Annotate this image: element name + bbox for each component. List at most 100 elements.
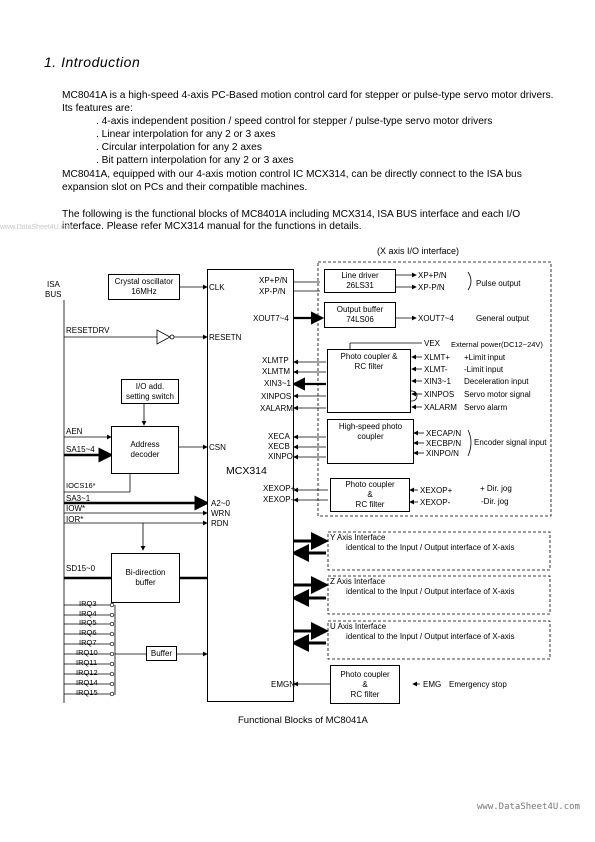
block-line: Photo coupler — [345, 480, 395, 489]
block-line: 16MHz — [131, 287, 157, 296]
irq-label: IRQ4 — [79, 609, 97, 618]
input-description: Servo alarm — [464, 403, 508, 412]
jog-signal: XEXOP- — [420, 498, 451, 507]
pin-xecb: XECB — [268, 442, 290, 451]
pin-xlmtm: XLMTM — [262, 367, 290, 376]
sa3-label: SA3~1 — [66, 494, 91, 503]
emg-label: EMG — [423, 680, 442, 689]
pulse-pin-label: XP+P/N — [418, 271, 447, 280]
irq-label: IRQ7 — [79, 638, 97, 647]
irq-label: IRQ3 — [79, 599, 97, 608]
intro-line-5: The following is the functional blocks o… — [62, 209, 521, 220]
irq-label: IRQ15 — [76, 688, 98, 697]
block-line: RC filter — [355, 500, 385, 509]
intro-line-4: expansion slot on PCs and their compatib… — [62, 182, 308, 193]
pin-rdn: RDN — [211, 519, 229, 528]
feature-item: . Circular interpolation for any 2 axes — [96, 142, 262, 153]
pin-wrn: WRN — [211, 509, 231, 518]
block-line: Photo coupler — [340, 669, 390, 679]
high-speed-photo-coupler-block: High-speed photo coupler — [327, 419, 414, 464]
irq-label: IRQ5 — [79, 618, 97, 627]
section-heading: 1. Introduction — [44, 54, 141, 70]
iocs16-label: IOCS16* — [66, 481, 96, 490]
block-line: & — [362, 679, 368, 689]
isa-label: ISA — [47, 280, 60, 289]
pin-xlmtp: XLMTP — [262, 356, 289, 365]
sa15-label: SA15~4 — [66, 445, 95, 454]
feature-item: . 4-axis independent position / speed co… — [96, 116, 493, 127]
input-signal: XINPOS — [424, 390, 455, 399]
mcx314-chip — [207, 269, 294, 702]
irq-label: IRQ10 — [76, 648, 98, 657]
intro-line-6: interface. Please refer MCX314 manual fo… — [62, 221, 362, 232]
block-line: RC filter — [354, 362, 384, 371]
photo-coupler-rc-block: Photo coupler & RC filter — [327, 349, 411, 413]
pin-xout: XOUT7~4 — [253, 314, 289, 323]
z-axis-title: Z Axis Interface — [330, 577, 386, 586]
pin-emgn: EMGN — [271, 680, 295, 689]
z-axis-desc: identical to the Input / Output interfac… — [346, 587, 515, 596]
intro-line-1: MC8041A is a high-speed 4-axis PC-Based … — [62, 90, 554, 101]
pin-resetn: RESETN — [209, 333, 242, 342]
input-signal: XALARM — [424, 403, 457, 412]
jog-description: + Dir. jog — [480, 484, 512, 493]
pin-xexop-minus: XEXOP- — [263, 495, 294, 504]
io-address-switch-block: I/O add.setting switch — [121, 379, 179, 404]
block-line: Bi-direction — [125, 568, 166, 577]
irq-buffer-block: Buffer — [146, 646, 177, 661]
pin-xinpos: XINPOS — [261, 392, 292, 401]
encoder-signal: XECBP/N — [426, 439, 462, 448]
block-line: Line driver — [341, 271, 379, 280]
pin-xp: XP+P/N — [259, 276, 288, 285]
block-line: & — [367, 490, 373, 499]
pin-clk: CLK — [209, 283, 225, 292]
y-axis-title: Y Axis Interface — [330, 533, 386, 542]
feature-item: . Linear interpolation for any 2 or 3 ax… — [96, 129, 276, 140]
jog-signal: XEXOP+ — [420, 486, 453, 495]
block-line: Buffer — [150, 648, 173, 658]
ior-label: IOR* — [66, 515, 84, 524]
encoder-input-label: Encoder signal input — [474, 438, 547, 447]
pin-xinpo: XINPO — [268, 452, 293, 461]
resetdrv-label: RESETDRV — [66, 326, 110, 335]
pulse-pin-label: XP-P/N — [418, 283, 445, 292]
watermark: www.DataSheet4U.com — [0, 224, 74, 231]
encoder-signal: XECAP/N — [426, 429, 462, 438]
input-description: +Limit input — [464, 353, 506, 362]
block-line: 74LS06 — [346, 315, 374, 324]
block-line: decoder — [130, 450, 160, 459]
irq-label: IRQ6 — [79, 628, 97, 637]
input-description: Deceleration input — [464, 377, 529, 386]
emergency-stop-label: Emergency stop — [449, 680, 507, 689]
irq-label: IRQ14 — [76, 678, 98, 687]
xout-label: XOUT7~4 — [418, 314, 454, 323]
block-line: RC filter — [350, 689, 380, 699]
block-line: setting switch — [125, 391, 175, 401]
pin-xin: XIN3~1 — [264, 379, 291, 388]
jog-description: -Dir. jog — [481, 497, 509, 506]
intro-line-2: Its features are: — [62, 103, 133, 114]
y-axis-desc: identical to the Input / Output interfac… — [346, 543, 515, 552]
figure-caption: Functional Blocks of MC8041A — [238, 715, 368, 726]
pin-xexop-plus: XEXOP+ — [263, 484, 296, 493]
vex-label: VEX — [424, 339, 441, 348]
block-line: Address — [130, 440, 160, 449]
u-axis-title: U Axis Interface — [330, 622, 387, 631]
block-line: Crystal oscillator — [114, 277, 174, 286]
pin-csn: CSN — [209, 443, 226, 452]
pulse-output-label: Pulse output — [476, 279, 521, 288]
photo-coupler-jog-block: Photo coupler&RC filter — [330, 478, 410, 512]
general-output-label: General output — [476, 314, 529, 323]
input-signal: XLMT- — [424, 365, 448, 374]
x-axis-title: (X axis I/O interface) — [377, 246, 460, 256]
block-line: coupler — [357, 432, 384, 441]
pin-xalarm: XALARM — [260, 404, 293, 413]
iow-label: IOW* — [66, 504, 86, 513]
pin-xm: XP-P/N — [259, 287, 286, 296]
